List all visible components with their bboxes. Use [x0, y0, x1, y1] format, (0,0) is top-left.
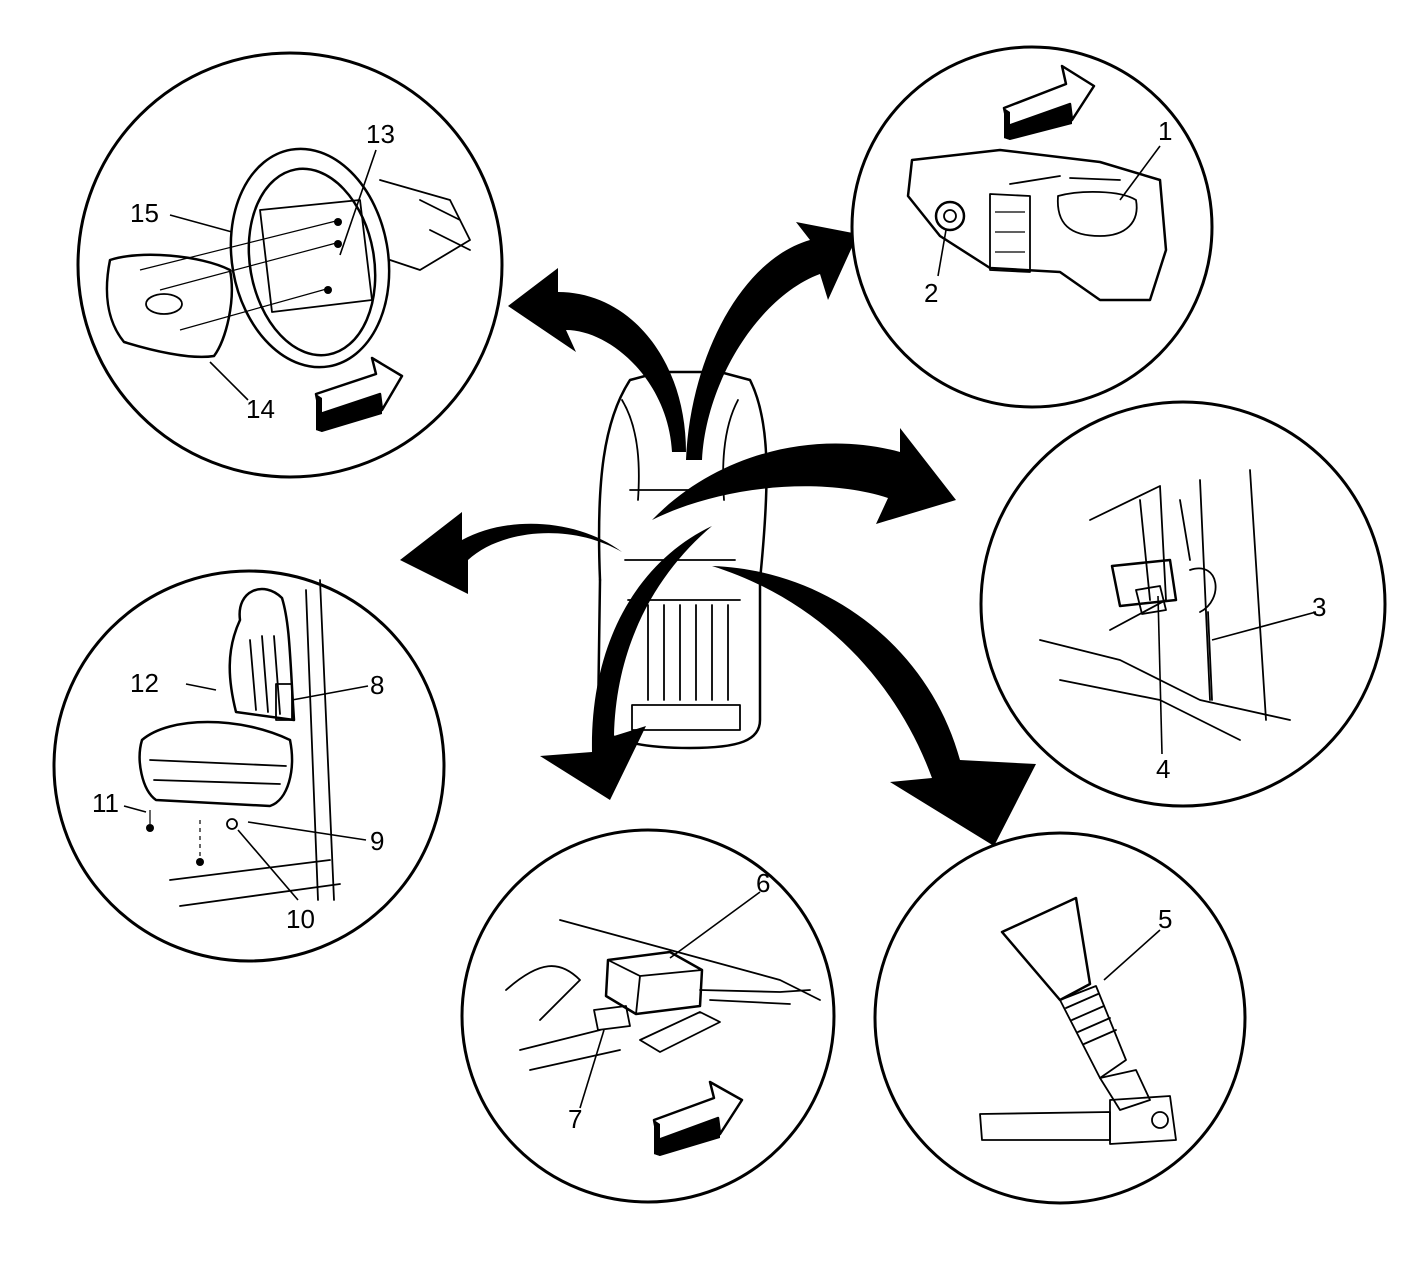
callout-15: 15	[130, 198, 159, 228]
inset-seat: 12 8 11 9 10	[52, 569, 446, 963]
curved-flow-arrow-icon	[686, 222, 858, 460]
airbag-module-cover	[105, 253, 234, 359]
callout-7: 7	[568, 1104, 582, 1134]
callout-10: 10	[286, 904, 315, 934]
curved-flow-arrow-icon	[400, 512, 622, 594]
curved-flow-arrow-icon	[712, 566, 1036, 846]
forward-arrow-icon	[1002, 64, 1096, 140]
callout-9: 9	[370, 826, 384, 856]
seatbelt-buckle	[1000, 896, 1092, 1002]
callout-6: 6	[756, 868, 770, 898]
inset-instrument-panel: 1 2	[850, 45, 1214, 409]
curved-flow-arrow-icon	[540, 526, 712, 800]
callout-8: 8	[370, 670, 384, 700]
callout-3: 3	[1312, 592, 1326, 622]
callout-11: 11	[92, 788, 119, 818]
curved-flow-arrow-icon	[652, 428, 956, 524]
callout-2: 2	[924, 278, 938, 308]
callout-4: 4	[1156, 754, 1170, 784]
callout-13: 13	[366, 119, 395, 149]
callout-12: 12	[130, 668, 159, 698]
inset-door-pillar-sensor: 3 4	[979, 400, 1387, 808]
cargo-bed-ribs	[647, 604, 729, 701]
flow-arrows	[400, 222, 1036, 846]
callout-14: 14	[246, 394, 275, 424]
forward-arrow-icon	[314, 356, 404, 432]
driver-airbag-connector	[934, 200, 966, 232]
forward-arrow-icon	[652, 1080, 744, 1156]
curved-flow-arrow-icon	[508, 268, 686, 452]
callout-1: 1	[1158, 116, 1172, 146]
inset-steering-wheel: 13 15 14	[76, 51, 504, 479]
inset-sensing-module: 6 7	[460, 828, 836, 1204]
inset-seatbelt-buckle: 5	[873, 831, 1247, 1205]
callout-5: 5	[1158, 904, 1172, 934]
